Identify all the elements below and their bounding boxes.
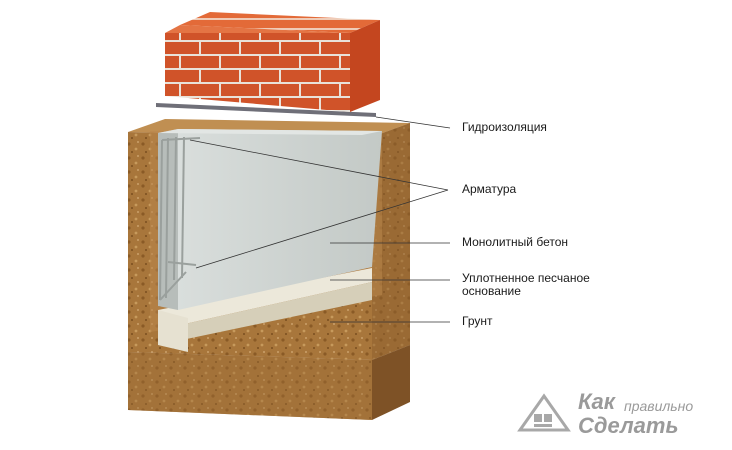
label-sand-line2: основание [462,284,521,298]
site-watermark: Как правильно Сделать [516,386,726,442]
watermark-line2: Сделать [578,413,679,438]
brick-wall [165,12,380,112]
label-concrete: Монолитный бетон [462,235,569,249]
label-sand-base: Уплотненное песчаное основание [462,272,590,298]
label-rebar: Арматура [462,182,517,196]
watermark-small: правильно [624,398,694,414]
sand-base [158,268,372,352]
label-waterproofing: Гидроизоляция [462,120,547,134]
waterproofing-sheet [156,103,376,117]
leader-lines [189,116,451,323]
label-soil: Грунт [462,314,493,328]
rebar [159,136,201,301]
house-logo-icon [517,393,571,432]
label-sand-line1: Уплотненное песчаное [462,271,590,285]
watermark-line1: Как [578,389,615,414]
concrete-block [158,129,382,310]
